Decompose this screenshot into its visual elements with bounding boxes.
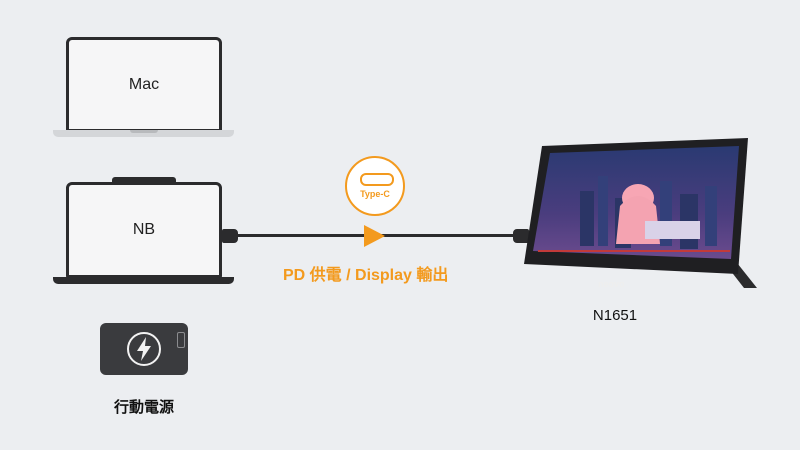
monitor-body: [524, 138, 748, 274]
monitor-label: N1651: [592, 307, 638, 324]
usb-c-port-icon: [360, 173, 394, 186]
nb-hinge-top: [112, 177, 176, 183]
nb-screen: NB: [66, 182, 222, 278]
nb-base: [53, 277, 234, 284]
usb-c-plug-right: [513, 229, 529, 243]
nb-label: NB: [132, 221, 156, 238]
lightning-bolt-icon: [127, 332, 161, 366]
power-bank-leds: [177, 332, 185, 348]
usb-c-plug-left: [222, 229, 238, 243]
mac-notch: [130, 130, 158, 133]
power-bank-label: 行動電源: [113, 399, 174, 416]
brand-logo: neovo: [598, 279, 625, 289]
mac-screen: Mac: [66, 37, 222, 132]
mac-label: Mac: [128, 75, 160, 93]
monitor-logo: neovo: [598, 279, 625, 289]
type-c-badge: Type-C: [345, 156, 405, 216]
play-arrow-icon: [364, 225, 385, 247]
connection-caption: PD 供電 / Display 輸出: [283, 267, 449, 284]
mac-base: [53, 130, 234, 137]
power-bank: [100, 323, 188, 375]
type-c-label: Type-C: [360, 189, 390, 199]
